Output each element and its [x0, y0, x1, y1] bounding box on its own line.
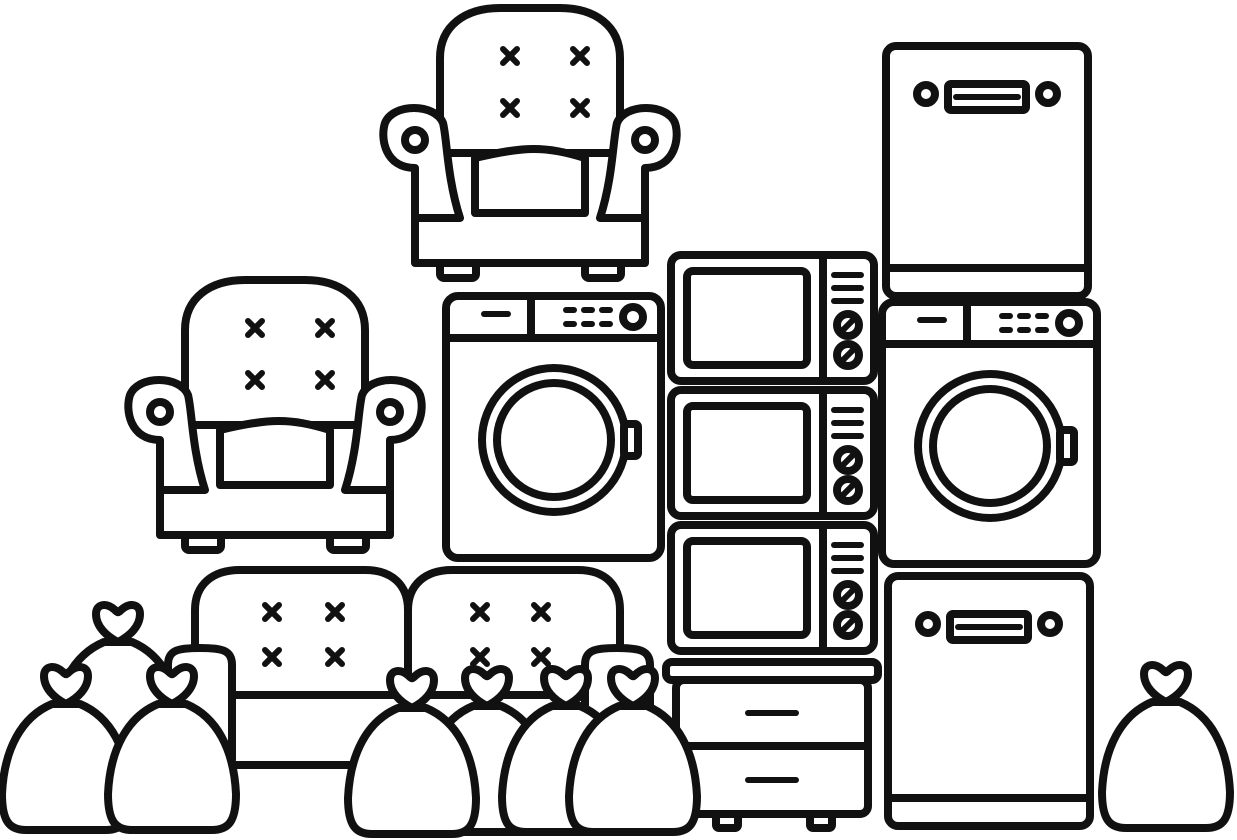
washing-machine-right [882, 302, 1097, 564]
microwave-top [671, 255, 874, 381]
dishwasher-bottom [888, 576, 1090, 826]
garbage-bag [1102, 665, 1230, 828]
dishwasher-top [886, 46, 1088, 296]
armchair-left [128, 280, 421, 550]
microwave-bottom [671, 525, 874, 651]
armchair-top [383, 8, 676, 278]
washing-machine-left [446, 296, 661, 558]
drawer-cabinet [662, 658, 882, 832]
microwave-middle [671, 390, 874, 516]
